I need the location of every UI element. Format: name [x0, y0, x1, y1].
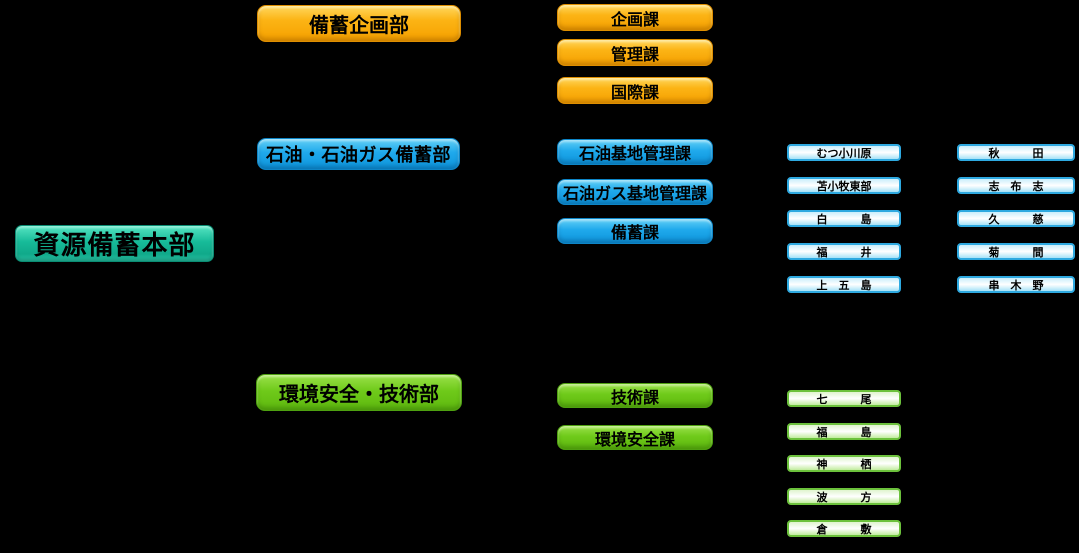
oil-base-box: 白 島 [787, 210, 901, 227]
oil-base-box: 串 木 野 [957, 276, 1075, 293]
oil-base-box: 苫小牧東部 [787, 177, 901, 194]
oil-base-box: 福 井 [787, 243, 901, 260]
gas-base-box: 福 島 [787, 423, 901, 440]
section-kikaku-box: 企画課 [557, 4, 713, 31]
dept-oil-gas-stockpiling-box: 石油・石油ガス備蓄部 [257, 138, 460, 170]
gas-base-box: 七 尾 [787, 390, 901, 407]
section-kokusai-box: 国際課 [557, 77, 713, 104]
dept-environment-safety-tech-box: 環境安全・技術部 [256, 374, 462, 411]
oil-base-box: 秋 田 [957, 144, 1075, 161]
gas-base-box: 神 栖 [787, 455, 901, 472]
section-oil-gas-base-mgmt-box: 石油ガス基地管理課 [557, 179, 713, 205]
section-gijutsu-box: 技術課 [557, 383, 713, 408]
section-kanri-box: 管理課 [557, 39, 713, 66]
section-bichiku-box: 備蓄課 [557, 218, 713, 244]
oil-base-box: 菊 間 [957, 243, 1075, 260]
oil-base-box: むつ小川原 [787, 144, 901, 161]
gas-base-box: 倉 敷 [787, 520, 901, 537]
oil-base-box: 久 慈 [957, 210, 1075, 227]
oil-base-box: 志 布 志 [957, 177, 1075, 194]
dept-stockpiling-planning-box: 備蓄企画部 [257, 5, 461, 42]
root-headquarters-box: 資源備蓄本部 [15, 225, 214, 262]
section-oil-base-mgmt-box: 石油基地管理課 [557, 139, 713, 165]
oil-base-box: 上 五 島 [787, 276, 901, 293]
gas-base-box: 波 方 [787, 488, 901, 505]
section-kankyo-anzen-box: 環境安全課 [557, 425, 713, 450]
